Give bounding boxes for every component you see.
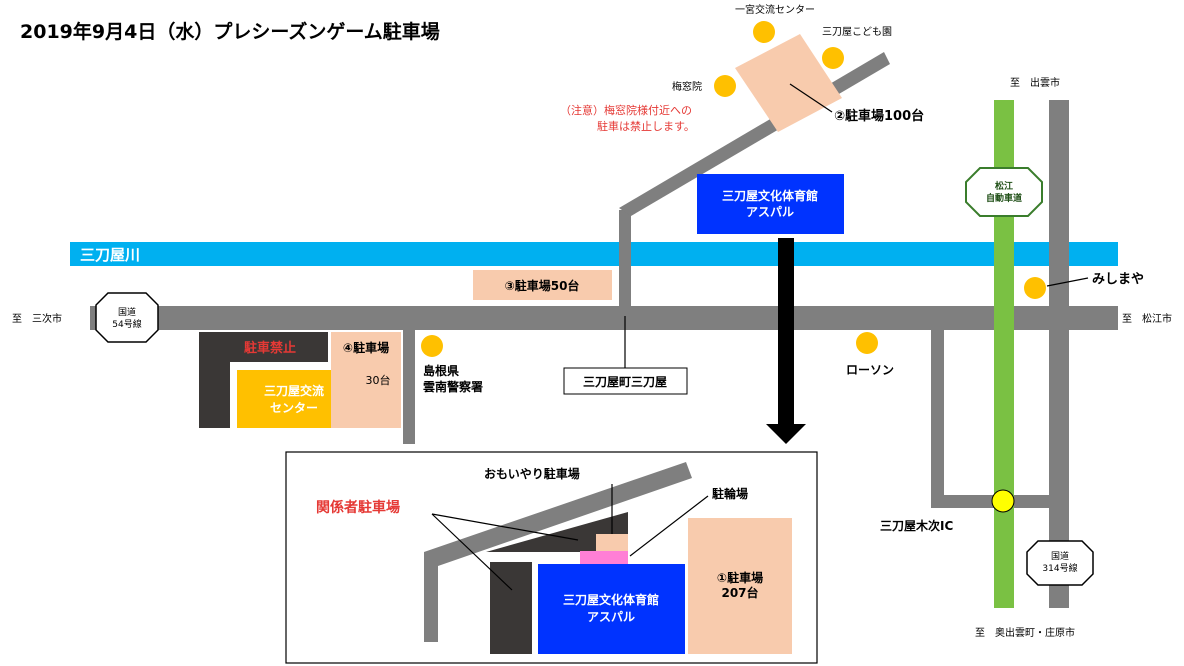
inset-gym-label-2: アスパル xyxy=(587,610,635,624)
kisuki-ic-marker xyxy=(991,489,1015,513)
marker-mishimaya xyxy=(1024,277,1046,299)
gym-label-1: 三刀屋文化体育館 xyxy=(722,188,818,203)
expressway-label-1: 松江 xyxy=(995,180,1013,192)
parking-2-pointer xyxy=(789,83,833,113)
no-parking-zone xyxy=(199,332,328,428)
zoom-arrow-shaft xyxy=(778,238,794,424)
mitoya-town-box xyxy=(563,367,688,395)
staff-parking-pointer-1 xyxy=(431,513,579,541)
kisuki-ic-label: 三刀屋木次IC xyxy=(880,518,953,533)
parking-4-label-1: ④駐車場 xyxy=(343,340,389,355)
south-loop-road-vertical xyxy=(931,328,944,508)
parking-1-label-2: 207台 xyxy=(721,585,758,600)
marker-lawson xyxy=(856,332,878,354)
inset-staff-parking-block xyxy=(490,562,532,654)
notice-line-1: （注意）梅窓院様付近への xyxy=(560,103,692,117)
police-label-2: 雲南警察署 xyxy=(423,379,483,394)
river-mitoya xyxy=(70,242,1118,266)
route314-sign xyxy=(1026,540,1094,586)
inset-staff-parking-diagonal xyxy=(486,512,628,552)
north-vertical-road xyxy=(619,210,631,308)
route54-label-1: 国道 xyxy=(118,306,136,318)
direction-miyoshi: 至 三次市 xyxy=(12,312,62,325)
direction-matsue: 至 松江市 xyxy=(1122,312,1172,325)
route54-sign xyxy=(95,292,159,343)
mishimaya-pointer xyxy=(1046,277,1089,287)
label-ichinomiya: 一宮交流センター xyxy=(735,3,815,16)
direction-okuizumo: 至 奥出雲町・庄原市 xyxy=(975,626,1075,639)
notice-line-2: 駐車は禁止します。 xyxy=(597,119,695,133)
route314-label-1: 国道 xyxy=(1051,550,1069,562)
map-title: 2019年9月4日（水）プレシーズンゲーム駐車場 xyxy=(20,20,440,43)
south-loop-road-horizontal xyxy=(931,495,1051,508)
label-baisoin: 梅窓院 xyxy=(672,80,702,93)
expressway-label-2: 自動車道 xyxy=(986,192,1022,204)
east-vertical-road xyxy=(1049,100,1069,608)
parking-1-label-1: ①駐車場 xyxy=(717,570,763,585)
parking-2-label: ②駐車場100台 xyxy=(834,108,924,124)
inset-gym-building xyxy=(538,564,685,654)
staff-parking-pointer-2 xyxy=(431,513,513,591)
marker-baisoin xyxy=(714,75,736,97)
route54-road xyxy=(90,306,1118,330)
police-side-road xyxy=(403,328,415,444)
gym-label-2: アスパル xyxy=(746,205,794,219)
mishimaya-label: みしまや xyxy=(1092,272,1144,287)
parking-3-area xyxy=(473,270,612,300)
route54-label-2: 54号線 xyxy=(112,318,141,330)
river-label: 三刀屋川 xyxy=(80,246,140,264)
inset-road xyxy=(424,462,692,642)
zoom-arrow-head xyxy=(766,424,806,444)
bicycle-parking-label: 駐輪場 xyxy=(712,486,748,501)
mitoya-town-label: 三刀屋町三刀屋 xyxy=(583,375,667,389)
staff-parking-label: 関係者駐車場 xyxy=(316,499,400,516)
parking-3-label: ③駐車場50台 xyxy=(505,278,580,293)
omoiyari-label: おもいやり駐車場 xyxy=(484,466,580,481)
marker-kodomoen xyxy=(822,47,844,69)
route314-label-2: 314号線 xyxy=(1042,562,1077,574)
label-kodomoen: 三刀屋こども園 xyxy=(822,26,892,38)
inset-gym-label-1: 三刀屋文化体育館 xyxy=(563,592,659,607)
bicycle-parking-pointer xyxy=(629,495,709,557)
parking-2-area xyxy=(735,34,842,132)
inset-parking-1 xyxy=(688,518,792,654)
gym-building xyxy=(697,174,844,234)
inset-omoiyari-parking xyxy=(596,534,628,552)
exchange-center-label-2: センター xyxy=(270,401,318,415)
lawson-label: ローソン xyxy=(846,363,894,377)
no-parking-label: 駐車禁止 xyxy=(244,340,296,356)
marker-police xyxy=(421,335,443,357)
marker-ichinomiya xyxy=(753,21,775,43)
parking-4-area xyxy=(331,332,401,428)
exchange-center-label-1: 三刀屋交流 xyxy=(264,383,324,398)
direction-izumo: 至 出雲市 xyxy=(1010,76,1060,89)
expressway-sign xyxy=(965,167,1043,217)
matsue-expressway xyxy=(994,100,1014,608)
inset-bicycle-parking xyxy=(580,551,628,565)
parking-4-label-2: 30台 xyxy=(366,373,391,387)
police-label-1: 島根県 xyxy=(423,363,459,378)
